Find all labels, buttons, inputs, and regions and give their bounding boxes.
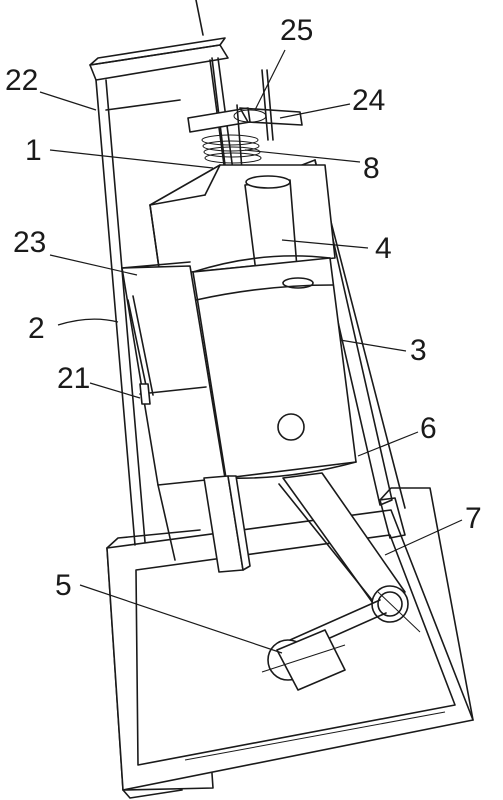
- label-8: 8: [363, 152, 380, 185]
- base-bracket: [379, 497, 406, 539]
- cylinder-head: [149, 164, 336, 276]
- lower-rods: [157, 475, 251, 573]
- label-2: 2: [28, 312, 45, 345]
- label-3: 3: [410, 334, 427, 367]
- crankshaft: [261, 599, 387, 691]
- top-rod: [195, 0, 274, 191]
- part-labels: 25 22 24 1 8 4 23 2 3 21 6 7 5: [5, 14, 482, 602]
- frame: [89, 37, 406, 546]
- label-22: 22: [5, 64, 38, 97]
- label-7: 7: [465, 502, 482, 535]
- label-1: 1: [25, 134, 42, 167]
- label-24: 24: [352, 84, 385, 117]
- label-23: 23: [13, 226, 46, 259]
- connecting-rod: [278, 472, 421, 633]
- label-21: 21: [57, 362, 90, 395]
- leader-lines: [39, 49, 463, 654]
- label-25: 25: [280, 14, 313, 47]
- label-4: 4: [375, 232, 392, 265]
- label-5: 5: [55, 569, 72, 602]
- label-6: 6: [420, 412, 437, 445]
- piston: [192, 255, 357, 479]
